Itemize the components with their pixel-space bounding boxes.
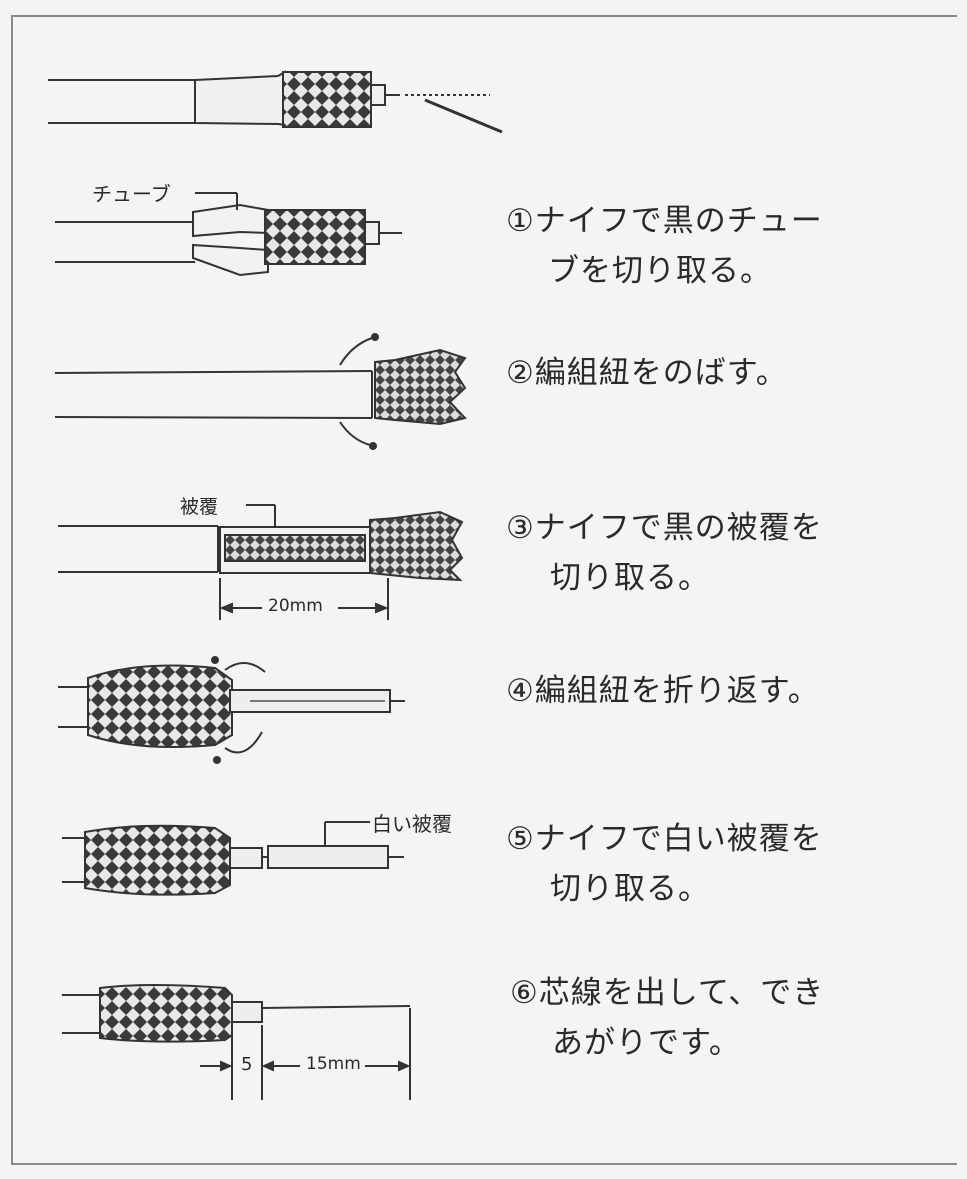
step-5-text: ⑤ナイフで白い被覆を 切り取る。 — [506, 814, 823, 914]
white-sheath-label: 白い被覆 — [372, 812, 452, 836]
cable-figure-6 — [62, 984, 411, 1100]
cable-figure-5 — [62, 821, 404, 896]
cable-figure-0 — [48, 70, 503, 134]
step-1-text: ①ナイフで黒のチュー ブを切り取る。 — [506, 196, 823, 296]
tube-label: チューブ — [92, 182, 171, 206]
cable-figure-2 — [54, 333, 467, 450]
cable-figure-4 — [58, 656, 405, 764]
sheath-label: 被覆 — [180, 496, 219, 518]
step-3-line1: ③ナイフで黒の被覆を — [506, 510, 823, 546]
sheet-border — [11, 15, 957, 1165]
step-1-line2: ブを切り取る。 — [548, 253, 772, 289]
step-1-line1: ①ナイフで黒のチュー — [506, 203, 823, 239]
step-3-line2: 切り取る。 — [550, 560, 710, 596]
step-4-text: ④編組紐を折り返す。 — [506, 666, 820, 716]
dim-5-label: 5 — [241, 1054, 253, 1075]
step-6-text: ⑥芯線を出して、でき あがりです。 — [510, 968, 824, 1068]
step-4-line1: ④編組紐を折り返す。 — [506, 673, 820, 709]
step-5-line1: ⑤ナイフで白い被覆を — [506, 821, 823, 857]
dim-20mm-label: 20mm — [268, 596, 323, 616]
dim-15mm-label: 15mm — [306, 1054, 361, 1074]
cable-figure-3 — [58, 504, 464, 620]
cable-figure-1 — [55, 192, 402, 277]
step-2-text: ②編組紐をのばす。 — [506, 348, 788, 398]
step-2-line1: ②編組紐をのばす。 — [506, 355, 788, 391]
step-3-text: ③ナイフで黒の被覆を 切り取る。 — [506, 503, 823, 603]
step-5-line2: 切り取る。 — [550, 871, 710, 907]
step-6-line1: ⑥芯線を出して、でき — [510, 975, 825, 1011]
step-6-line2: あがりです。 — [552, 1025, 741, 1061]
